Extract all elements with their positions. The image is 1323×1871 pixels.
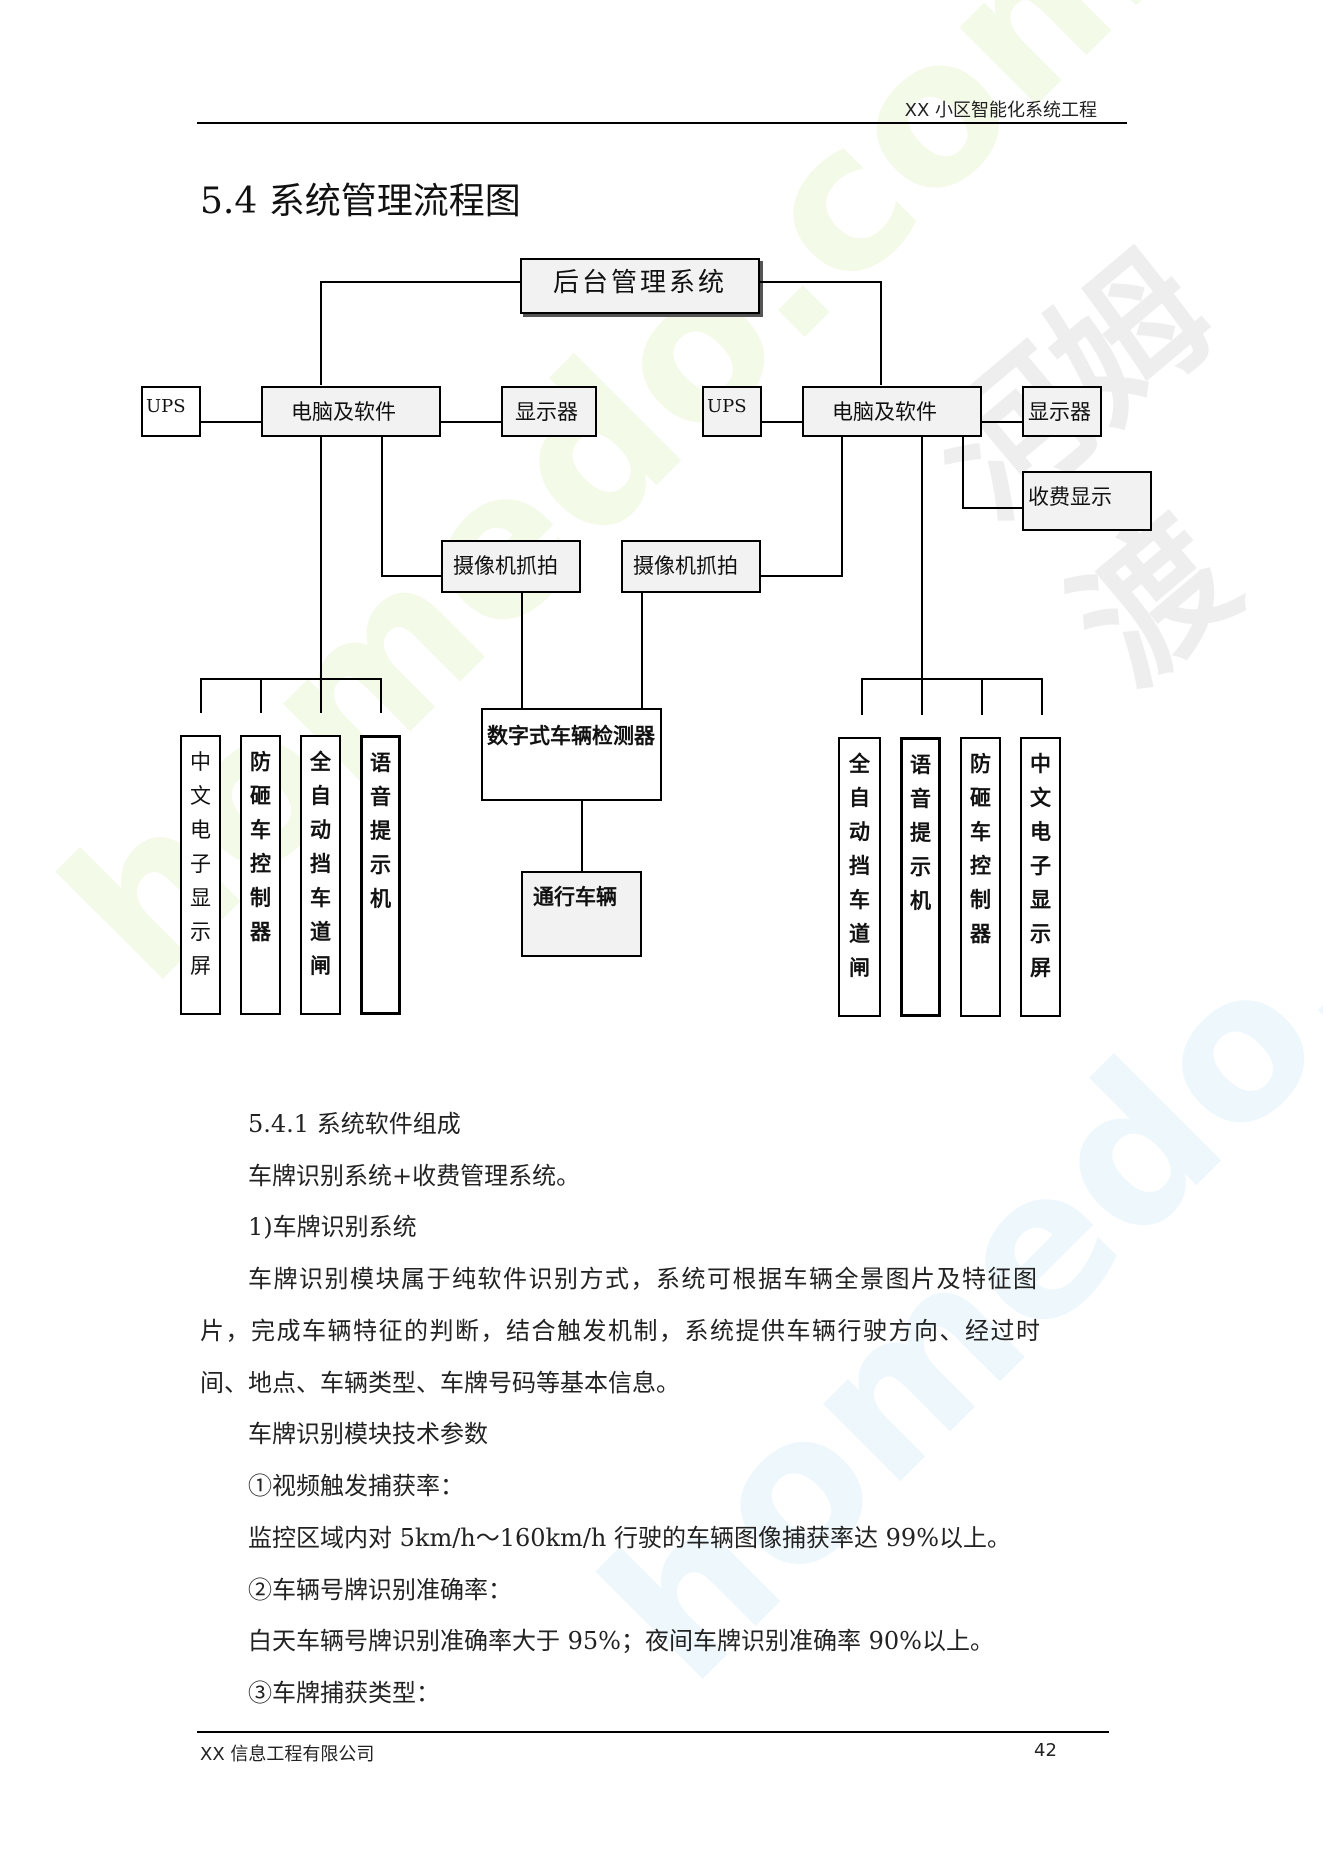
right-display-box: 显示器: [1022, 386, 1102, 437]
connector: [320, 281, 322, 385]
connector: [201, 421, 261, 423]
left-ups-box: UPS: [141, 386, 201, 437]
connector: [982, 421, 1022, 423]
left-camera-box: 摄像机抓拍: [441, 540, 581, 593]
fee-display-box: 收费显示: [1022, 471, 1152, 531]
connector: [381, 575, 441, 577]
paragraph: 车牌识别模块技术参数: [248, 1420, 488, 1448]
paragraph: ①视频触发捕获率：: [248, 1472, 464, 1500]
left-device-display-screen: 中文电子显示屏: [180, 735, 221, 1015]
connector: [880, 281, 882, 385]
connector: [320, 281, 520, 283]
connector: [1041, 678, 1043, 715]
paragraph: 白天车辆号牌识别准确率大于 95%；夜间车牌识别准确率 90%以上。: [248, 1627, 994, 1655]
connector: [861, 678, 863, 715]
connector: [581, 801, 583, 871]
paragraph: 1)车牌识别系统: [248, 1213, 417, 1241]
header-title: XX 小区智能化系统工程: [904, 100, 1097, 121]
connector: [380, 678, 382, 713]
right-camera-box: 摄像机抓拍: [621, 540, 761, 593]
connector: [921, 678, 923, 715]
connector: [441, 421, 501, 423]
right-ups-box: UPS: [702, 386, 762, 437]
left-pc-box: 电脑及软件: [261, 386, 441, 437]
page-number: 42: [1034, 1740, 1057, 1761]
connector: [260, 678, 262, 713]
connector: [320, 437, 322, 680]
section-title: 5.4 系统管理流程图: [200, 181, 521, 222]
connector: [761, 575, 843, 577]
paragraph: ③车牌捕获类型：: [248, 1679, 440, 1707]
paragraph: ②车辆号牌识别准确率：: [248, 1576, 512, 1604]
left-device-voice-prompt: 语音提示机: [360, 735, 401, 1015]
left-device-barrier-gate: 全自动挡车道闸: [300, 735, 341, 1015]
connector: [320, 678, 322, 713]
connector: [200, 678, 382, 680]
left-device-anti-smash: 防砸车控制器: [240, 735, 281, 1015]
connector: [962, 507, 1022, 509]
connector: [841, 437, 843, 577]
connector: [921, 437, 923, 680]
right-device-anti-smash: 防砸车控制器: [960, 737, 1001, 1017]
connector: [200, 678, 202, 713]
vehicle-detector-box: 数字式车辆检测器: [481, 708, 662, 801]
left-display-box: 显示器: [501, 386, 597, 437]
connector: [762, 421, 802, 423]
connector: [760, 281, 882, 283]
connector: [861, 678, 1043, 680]
footer-rule: [197, 1731, 1109, 1733]
right-pc-box: 电脑及软件: [802, 386, 982, 437]
right-device-voice-prompt: 语音提示机: [900, 737, 941, 1017]
connector: [521, 593, 523, 708]
connector: [981, 678, 983, 715]
paragraph: 车牌识别系统+收费管理系统。: [248, 1162, 581, 1190]
header-rule: [197, 122, 1127, 124]
paragraph: 车牌识别模块属于纯软件识别方式，系统可根据车辆全景图片及特征图: [248, 1265, 1039, 1293]
connector: [641, 593, 643, 708]
footer-company: XX 信息工程有限公司: [200, 1744, 375, 1765]
subsection-heading: 5.4.1 系统软件组成: [248, 1110, 461, 1138]
connector: [381, 437, 383, 577]
backend-system-box: 后台管理系统: [520, 258, 760, 314]
paragraph: 片，完成车辆特征的判断，结合触发机制，系统提供车辆行驶方向、经过时: [200, 1317, 1042, 1345]
paragraph: 监控区域内对 5km/h～160km/h 行驶的车辆图像捕获率达 99%以上。: [248, 1524, 1011, 1552]
passing-vehicle-box: 通行车辆: [521, 871, 642, 957]
right-device-barrier-gate: 全自动挡车道闸: [838, 737, 881, 1017]
paragraph: 间、地点、车辆类型、车牌号码等基本信息。: [200, 1369, 680, 1397]
connector: [962, 437, 964, 509]
right-device-display-screen: 中文电子显示屏: [1020, 737, 1061, 1017]
